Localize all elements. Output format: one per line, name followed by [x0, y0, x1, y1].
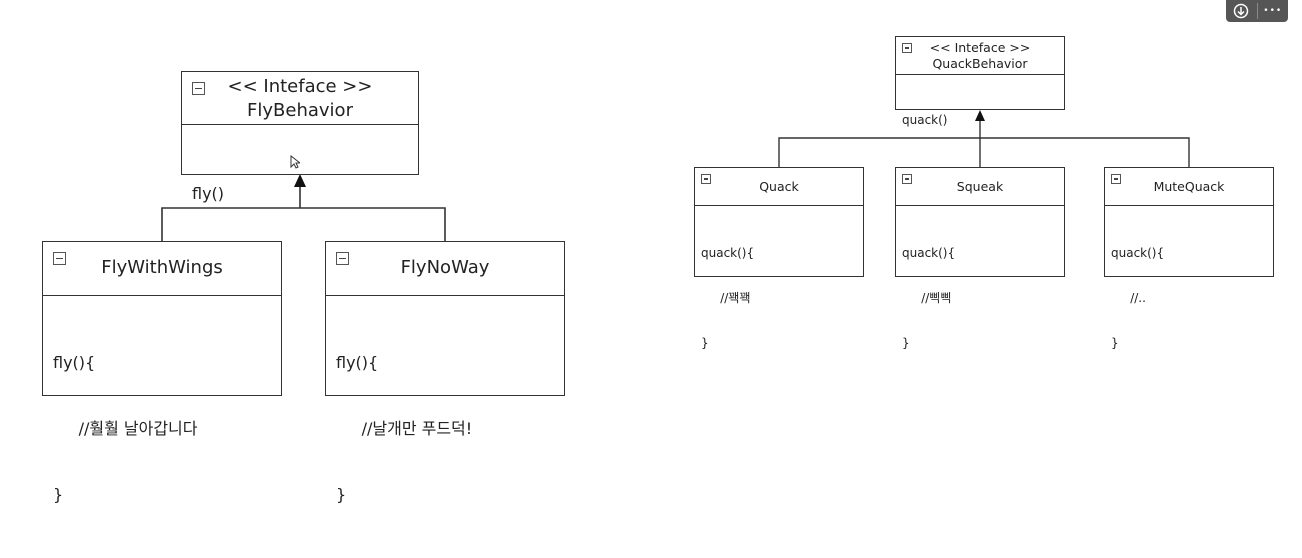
collapse-icon[interactable]	[902, 43, 912, 53]
flynoway-header: FlyNoWay	[326, 242, 564, 296]
collapse-icon[interactable]	[902, 174, 912, 184]
quack-header: Quack	[695, 168, 863, 206]
method-open: fly(){	[336, 353, 379, 372]
overlay-toolbar: •••	[1226, 0, 1288, 22]
squeak-header: Squeak	[896, 168, 1064, 206]
method-comment: //날개만 푸드덕!	[361, 419, 473, 438]
class-name: Quack	[759, 179, 799, 194]
more-options-button[interactable]: •••	[1258, 0, 1289, 22]
method-comment: //..	[1130, 291, 1146, 305]
collapse-icon[interactable]	[701, 174, 711, 184]
quack-inheritance-arrowhead	[975, 110, 985, 121]
method-open: quack(){	[902, 246, 956, 260]
interface-name: FlyBehavior	[247, 100, 353, 121]
mouse-cursor-icon	[290, 155, 300, 169]
squeak-methods: quack(){ //삑삑 }	[896, 206, 1064, 387]
method-close: }	[902, 336, 910, 350]
method-comment: //꽥꽥	[720, 291, 751, 305]
squeak-class-box[interactable]: Squeak quack(){ //삑삑 }	[895, 167, 1065, 350]
quack-class-box[interactable]: Quack quack(){ //꽥꽥 }	[694, 167, 864, 350]
interface-stereotype: << Inteface >>	[929, 40, 1031, 55]
mutequack-header: MuteQuack	[1105, 168, 1273, 206]
flynoway-methods: fly(){ //날개만 푸드덕! }	[326, 296, 564, 558]
interface-stereotype: << Inteface >>	[227, 76, 373, 97]
collapse-icon[interactable]	[53, 252, 66, 265]
mutequack-methods: quack(){ //.. }	[1105, 206, 1273, 387]
inheritance-connectors	[161, 110, 1190, 242]
interface-name: QuackBehavior	[932, 56, 1028, 71]
quack-inheritance-line	[778, 137, 1190, 168]
class-name: FlyNoWay	[400, 257, 490, 278]
flywithwings-methods: fly(){ //훨훨 날아갑니다 }	[43, 296, 281, 558]
collapse-icon[interactable]	[192, 82, 205, 95]
flywithwings-class-box[interactable]: FlyWithWings fly(){ //훨훨 날아갑니다 }	[42, 241, 282, 504]
method-open: quack(){	[1111, 246, 1165, 260]
toolbar-divider	[1256, 3, 1258, 19]
download-button[interactable]	[1226, 0, 1257, 22]
quackbehavior-methods: quack()	[896, 75, 1064, 164]
method-open: quack(){	[701, 246, 755, 260]
quackbehavior-header: << Inteface >> QuackBehavior	[896, 37, 1064, 75]
class-name: MuteQuack	[1153, 179, 1225, 194]
method-close: }	[1111, 336, 1119, 350]
flybehavior-interface-box[interactable]: << Inteface >> FlyBehavior fly()	[181, 71, 419, 203]
flybehavior-header: << Inteface >> FlyBehavior	[182, 72, 418, 125]
collapse-icon[interactable]	[336, 252, 349, 265]
method-signature: fly()	[192, 184, 225, 203]
flywithwings-header: FlyWithWings	[43, 242, 281, 296]
method-comment: //훨훨 날아갑니다	[78, 419, 198, 438]
method-close: }	[53, 485, 64, 504]
class-name: FlyWithWings	[101, 257, 223, 278]
quack-methods: quack(){ //꽥꽥 }	[695, 206, 863, 387]
method-open: fly(){	[53, 353, 96, 372]
method-close: }	[336, 485, 347, 504]
download-icon	[1234, 3, 1249, 19]
flynoway-class-box[interactable]: FlyNoWay fly(){ //날개만 푸드덕! }	[325, 241, 565, 504]
quackbehavior-interface-box[interactable]: << Inteface >> QuackBehavior quack()	[895, 36, 1065, 127]
method-close: }	[701, 336, 709, 350]
collapse-icon[interactable]	[1111, 174, 1121, 184]
method-signature: quack()	[902, 113, 948, 127]
fly-inheritance-arrowhead	[294, 174, 306, 187]
more-icon: •••	[1263, 6, 1283, 16]
flybehavior-methods: fly()	[182, 125, 418, 257]
method-comment: //삑삑	[921, 291, 952, 305]
class-name: Squeak	[956, 179, 1004, 194]
mutequack-class-box[interactable]: MuteQuack quack(){ //.. }	[1104, 167, 1274, 350]
fly-inheritance-line	[161, 207, 446, 242]
